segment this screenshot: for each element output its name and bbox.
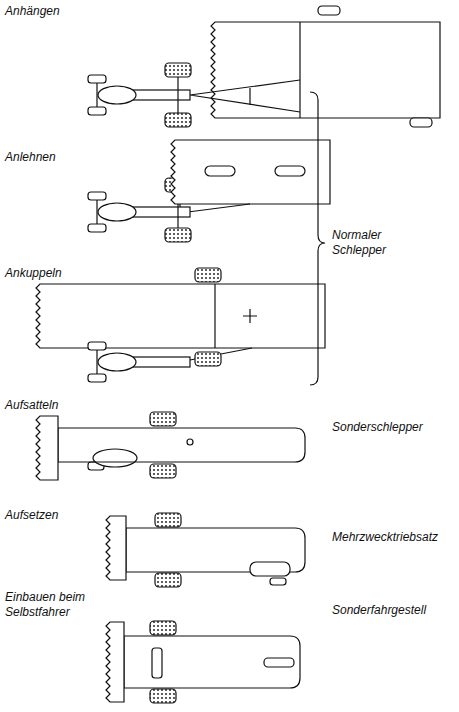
- slot: [264, 658, 294, 667]
- tyre: [165, 113, 191, 127]
- implement-body: [106, 622, 124, 702]
- tyre: [150, 412, 176, 426]
- slot: [205, 166, 235, 176]
- divider-line: [214, 284, 215, 348]
- saddle-scene: [36, 412, 305, 480]
- tyre: [150, 621, 176, 635]
- slot: [275, 166, 305, 176]
- mount-scene: [106, 513, 305, 587]
- implement-wheel: [318, 6, 340, 15]
- tyre: [195, 352, 221, 366]
- cross-mark: [243, 309, 257, 323]
- bracket: [310, 92, 325, 385]
- hood: [93, 449, 137, 467]
- tyre: [195, 268, 221, 282]
- caption-label: Mehrzwecktriebsatz: [332, 530, 438, 545]
- divider-line: [299, 22, 300, 118]
- builtin-scene: [106, 621, 300, 703]
- coupling-scene: [36, 268, 325, 382]
- leaning-scene: [88, 140, 330, 242]
- caption-label: Einbauen beim Selbstfahrer: [5, 590, 105, 620]
- tractor-symbol: [88, 75, 190, 115]
- tractor-symbol: [88, 342, 190, 382]
- tyre: [165, 63, 191, 77]
- tractor-symbol: [88, 192, 190, 232]
- tyre: [150, 689, 176, 703]
- implement-body: [171, 140, 330, 204]
- frame: [58, 428, 305, 462]
- tyre: [165, 228, 191, 242]
- caption-label: Sonderfahrgestell: [332, 603, 426, 618]
- tyre: [155, 513, 181, 527]
- engine-block: [152, 648, 162, 678]
- drawbar: [190, 80, 300, 112]
- implement-body: [36, 284, 325, 348]
- towing-scene: [88, 6, 440, 127]
- caption-label: Anhängen: [5, 4, 60, 19]
- frame: [124, 636, 300, 688]
- caption-label: Anlehnen: [5, 150, 56, 165]
- drive-unit: [250, 562, 290, 576]
- implement-body: [36, 416, 58, 480]
- tyre: [150, 464, 176, 478]
- implement-body: [106, 516, 126, 580]
- front-wheel: [270, 578, 286, 585]
- caption-label: Sonderschlepper: [332, 420, 423, 435]
- caption-label: Ankuppeln: [5, 266, 62, 281]
- pivot: [187, 439, 193, 445]
- caption-label: Aufsetzen: [5, 508, 58, 523]
- caption-label: Aufsatteln: [5, 398, 58, 413]
- implement-wheel: [410, 118, 432, 127]
- tyre: [155, 573, 181, 587]
- caption-label: Normaler Schlepper: [332, 228, 414, 258]
